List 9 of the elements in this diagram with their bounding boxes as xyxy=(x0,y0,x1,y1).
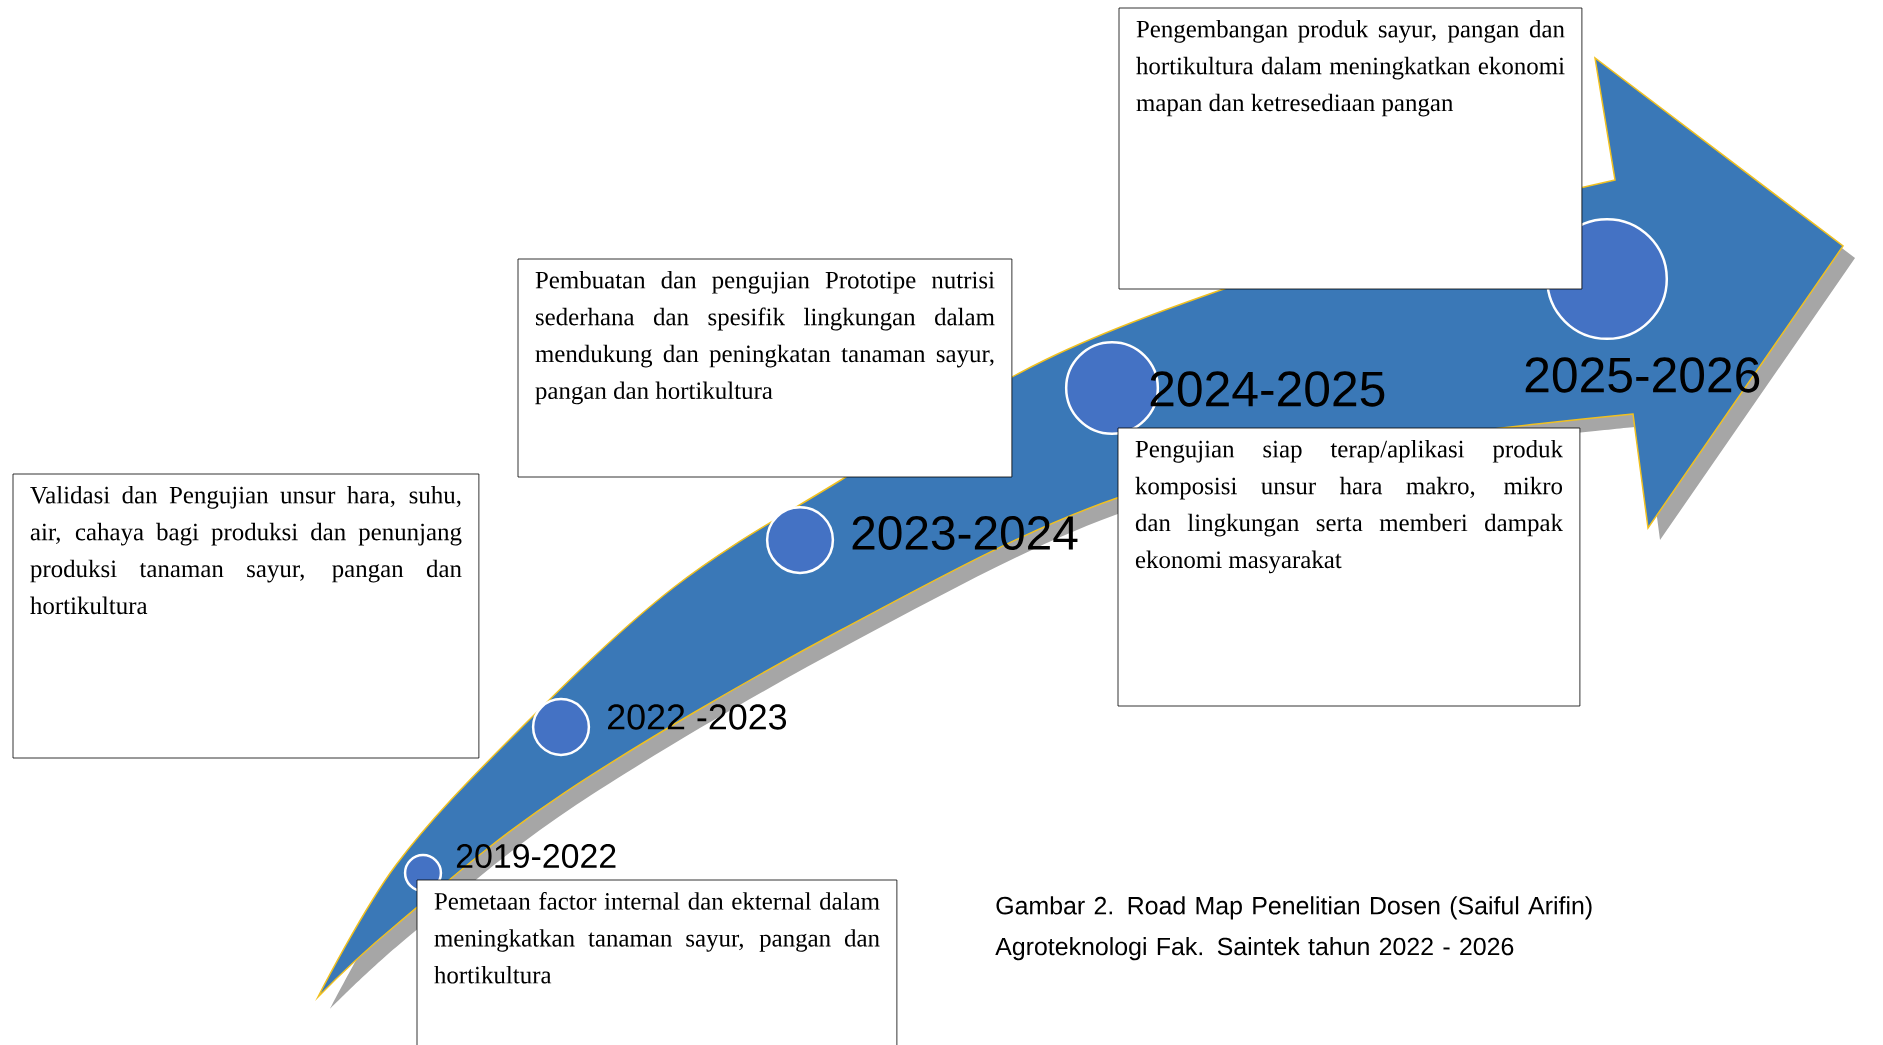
text-box: Pembuatan dan pengujian Prototipe nutrisi sederhana dan spesifik lingkungan dalam mendukung dan peningkatan tanaman sayur, pangan dan hortikultura xyxy=(517,258,1013,478)
caption: Gambar 2. Road Map Penelitian Dosen (Saiful Arifin) Agroteknologi Fak. Saintek tahun 2022 - 2026 xyxy=(995,896,1592,961)
milestone-circle xyxy=(531,697,591,757)
text-box: Validasi dan Pengujian unsur hara, suhu, air, cahaya bagi produksi dan penunjang produksi tanaman sayur, pangan dan hortikultura xyxy=(12,473,480,759)
text-box: Pengujian siap terap/aplikasi produk komposisi unsur hara makro, mikro dan lingkungan serta memberi dampak ekonomi masyarakat xyxy=(1117,427,1581,707)
text-box: Pengembangan produk sayur, pangan dan hortikultura dalam meningkatkan ekonomi mapan dan ketresediaan pangan xyxy=(1118,7,1583,290)
text-box: Pemetaan factor internal dan ekternal dalam meningkatkan tanaman sayur, pangan dan hortikultura xyxy=(416,879,898,1045)
year-label: 2022 -2023 xyxy=(608,704,787,730)
milestone-circle xyxy=(765,505,835,575)
